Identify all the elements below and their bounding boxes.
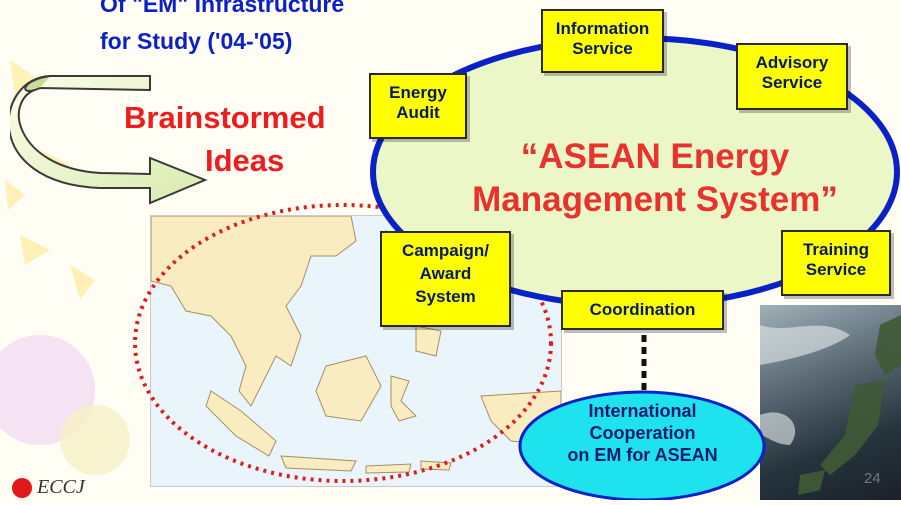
coordination-box: Coordination [561,290,724,330]
system-title: “ASEAN Energy Management System” [420,135,890,221]
ideas-label: Ideas [205,143,285,178]
system-title-line-1: “ASEAN Energy [520,137,790,176]
map-landmass-illustration [150,215,562,474]
international-cooperation-label: International Cooperation on EM for ASEA… [567,401,718,465]
international-cooperation-ellipse [518,390,766,500]
curved-arrow-icon [10,75,208,205]
energy-audit-box: Energy Audit [369,73,467,139]
information-service-box: Information Service [541,9,664,73]
japan-islands-illustration [760,315,901,495]
asean-region-outline [133,203,553,483]
brainstormed-label: Brainstormed [124,100,326,135]
balloon-decoration [60,405,130,475]
satellite-image [760,305,901,500]
advisory-service-box: Advisory Service [736,43,848,110]
eccj-logo-text: ECCJ [37,476,85,498]
system-title-line-2: Management System” [472,180,838,219]
connector-line [641,323,647,405]
title-line-1: Of "EM" Infrastructure [100,0,345,17]
campaign-award-box: Campaign/ Award System [380,231,511,327]
eccj-logo-icon [12,478,32,498]
title-line-2: for Study ('04-'05) [100,28,293,54]
page-number: 24 [864,470,881,487]
training-service-box: Training Service [781,230,891,296]
